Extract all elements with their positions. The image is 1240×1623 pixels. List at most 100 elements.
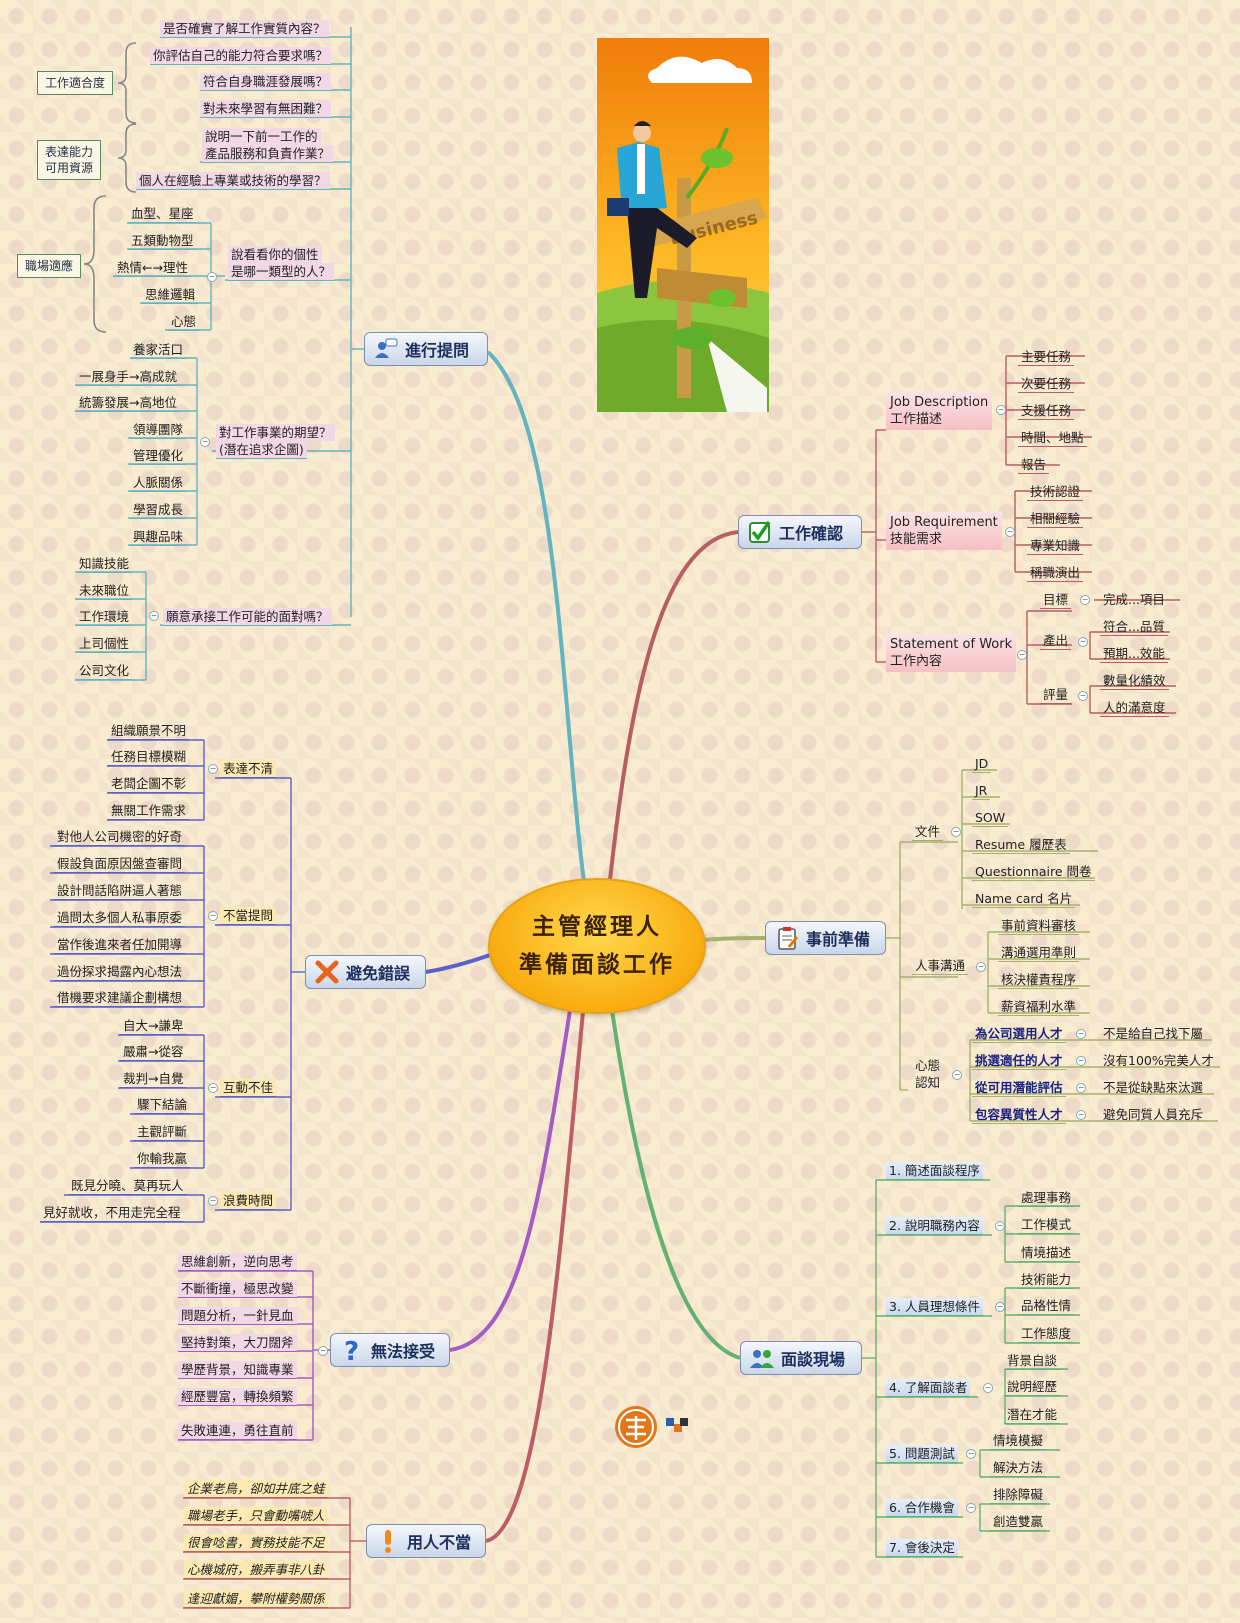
expect-item-6: 人脈關係 — [130, 474, 187, 492]
central-topic-line1: 主管經理人 — [532, 913, 662, 940]
unclear-item-1: 組織願景不明 — [108, 722, 190, 740]
tag-workplace-adapt: 職場適應 — [17, 254, 82, 278]
branch-prepare[interactable]: 事前準備 — [765, 921, 886, 955]
mind-node: 心態 認知 — [912, 1056, 943, 1092]
unclear-item-4: 無關工作需求 — [108, 802, 190, 820]
face-item-2: 未來職位 — [76, 582, 133, 600]
face-item-5: 公司文化 — [76, 662, 133, 680]
docs-node: 文件 — [912, 823, 944, 841]
ask-question-3: 符合自身職涯發展嗎？ — [200, 73, 332, 91]
collapse-toggle-step-6[interactable]: − — [966, 1503, 976, 1513]
branch-misuse[interactable]: 用人不當 — [366, 1524, 486, 1558]
ask-question-2: 你評估自己的能力符合要求嗎？ — [150, 47, 332, 65]
branch-cannot[interactable]: ? 無法接受 — [330, 1333, 450, 1367]
branch-avoid[interactable]: 避免錯誤 — [305, 955, 426, 989]
collapse-toggle-eval[interactable]: − — [1078, 691, 1088, 701]
step-3: 3. 人員理想條件 — [886, 1298, 983, 1316]
sow-eval-item-1: 數量化績效 — [1100, 672, 1169, 690]
avoid-improper: 不當提問 — [220, 907, 277, 925]
expect-item-7: 學習成長 — [130, 501, 187, 519]
waste-item-1: 既見分曉、莫再玩人 — [68, 1177, 187, 1195]
step-1: 1. 簡述面談程序 — [886, 1162, 983, 1180]
unclear-item-3: 老闆企圖不彰 — [108, 775, 190, 793]
jd-item-1: 主要任務 — [1018, 348, 1075, 366]
mind-key-3: 從可用潛能評估 — [972, 1079, 1066, 1097]
step-3-item-1: 技術能力 — [1018, 1271, 1075, 1289]
collapse-toggle-mind[interactable]: − — [952, 1070, 962, 1080]
cross-mark-icon — [315, 960, 339, 984]
step-3-item-3: 工作態度 — [1018, 1325, 1075, 1343]
personality-item-2: 五類動物型 — [128, 232, 197, 250]
collapse-toggle-interact[interactable]: − — [208, 1083, 218, 1093]
branch-interview[interactable]: 面談現場 — [740, 1341, 862, 1375]
expect-item-3: 統籌發展→高地位 — [76, 394, 180, 412]
collapse-toggle-hr[interactable]: − — [976, 962, 986, 972]
face-question: 願意承接工作可能的面對嗎？ — [163, 608, 332, 626]
central-topic: 主管經理人 準備面談工作 — [488, 878, 706, 1014]
collapse-toggle-mind-3[interactable]: − — [1076, 1083, 1086, 1093]
central-topic-line2: 準備面談工作 — [519, 951, 675, 978]
collapse-toggle-waste[interactable]: − — [208, 1196, 218, 1206]
step-5-item-1: 情境模擬 — [990, 1432, 1047, 1450]
collapse-toggle-expect[interactable]: − — [200, 437, 210, 447]
misuse-item-1: 企業老鳥，卻如井底之蛙 — [184, 1480, 328, 1498]
improper-item-7: 借機要求建議企劃構想 — [54, 989, 186, 1007]
personality-item-5: 心態 — [168, 313, 200, 331]
collapse-toggle-mind-4[interactable]: − — [1076, 1110, 1086, 1120]
collapse-toggle-mind-2[interactable]: − — [1076, 1056, 1086, 1066]
doc-item-2: JR — [972, 782, 991, 800]
clipboard-icon — [778, 927, 799, 950]
step-5: 5. 問題測試 — [886, 1445, 958, 1463]
hr-item-4: 薪資福利水準 — [998, 998, 1080, 1016]
step-6-item-2: 創造雙贏 — [990, 1513, 1047, 1531]
cannot-item-4: 堅持對策，大刀闊斧 — [178, 1334, 297, 1352]
svg-text:?: ? — [344, 1337, 359, 1363]
collapse-toggle-target[interactable]: − — [1080, 595, 1090, 605]
cannot-item-3: 問題分析，一針見血 — [178, 1307, 297, 1325]
face-item-4: 上司個性 — [76, 635, 133, 653]
collapse-toggle-unclear[interactable]: − — [208, 764, 218, 774]
branch-confirm[interactable]: 工作確認 — [738, 515, 862, 549]
collapse-toggle-jd[interactable]: − — [996, 405, 1006, 415]
sow-eval-item-2: 人的滿意度 — [1100, 699, 1169, 717]
mind-key-2: 挑選適任的人才 — [972, 1052, 1066, 1070]
business-signpost-illustration: Business — [597, 38, 769, 412]
statement-of-work-en: Statement of Work — [890, 637, 1013, 652]
interact-item-6: 你輸我贏 — [134, 1150, 191, 1168]
collapse-toggle-step-4[interactable]: − — [983, 1383, 993, 1393]
step-6-item-1: 排除障礙 — [990, 1486, 1047, 1504]
collapse-toggle-output[interactable]: − — [1078, 637, 1088, 647]
mind-val-2: 沒有100%完美人才 — [1103, 1053, 1214, 1068]
jd-item-3: 支援任務 — [1018, 402, 1075, 420]
collapse-toggle-sow[interactable]: − — [1017, 650, 1027, 660]
cannot-item-6: 經歷豐富，轉換頻繁 — [178, 1388, 297, 1406]
job-description-node: Job Description 工作描述 — [886, 392, 993, 430]
interact-item-5: 主觀評斷 — [134, 1123, 191, 1141]
interact-item-3: 裁判→自覺 — [120, 1070, 187, 1088]
collapse-toggle-face[interactable]: − — [149, 611, 159, 621]
jr-item-1: 技術認證 — [1027, 483, 1084, 501]
sow-target: 目標 — [1040, 591, 1072, 609]
collapse-toggle-improper[interactable]: − — [208, 911, 218, 921]
collapse-toggle-personality[interactable]: − — [207, 272, 217, 282]
collapse-toggle-mind-1[interactable]: − — [1076, 1029, 1086, 1039]
avoid-unclear: 表達不清 — [220, 760, 277, 778]
jr-item-4: 稱職演出 — [1027, 564, 1084, 582]
expect-item-5: 管理優化 — [130, 447, 187, 465]
doc-item-3: SOW — [972, 809, 1009, 827]
collapse-toggle-step-2[interactable]: − — [995, 1221, 1005, 1231]
job-requirement-node: Job Requirement 技能需求 — [886, 512, 1002, 550]
collapse-toggle-jr[interactable]: − — [1005, 527, 1015, 537]
improper-item-1: 對他人公司機密的好奇 — [54, 828, 186, 846]
personality-item-1: 血型、星座 — [128, 205, 197, 223]
branch-ask[interactable]: 進行提問 — [364, 332, 488, 366]
doc-item-5: Questionnaire 問卷 — [972, 863, 1095, 881]
hr-item-2: 溝通選用準則 — [998, 944, 1080, 962]
collapse-toggle-docs[interactable]: − — [951, 827, 961, 837]
collapse-toggle-step-3[interactable]: − — [995, 1302, 1005, 1312]
sow-output-item-1: 符合...品質 — [1100, 618, 1168, 636]
collapse-toggle-cannot[interactable]: − — [318, 1346, 328, 1356]
collapse-toggle-step-5[interactable]: − — [966, 1449, 976, 1459]
cannot-item-2: 不斷衝撞，極思改變 — [178, 1280, 297, 1298]
tag-job-fit: 工作適合度 — [37, 71, 114, 95]
